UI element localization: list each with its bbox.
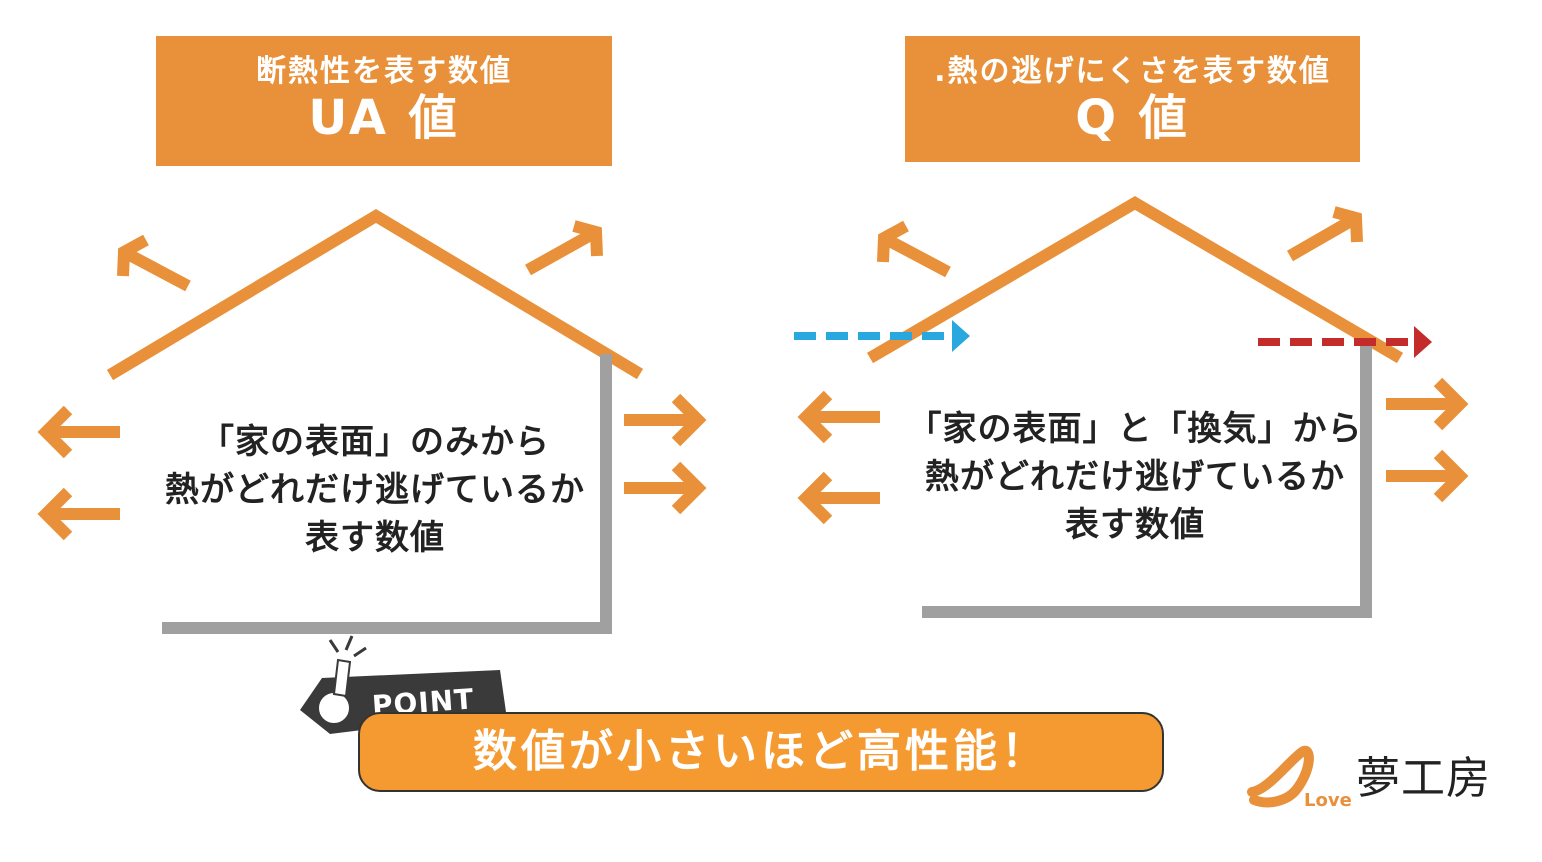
arrow-left-1: [37, 405, 120, 459]
left-arrows: [37, 220, 707, 541]
ua-description: 「家の表面」のみから 熱がどれだけ逃げているか 表す数値: [140, 418, 610, 562]
q-title: Q 値: [1075, 90, 1190, 146]
brand-logo-mark: [1247, 745, 1314, 808]
brand-name: 夢工房: [1356, 753, 1491, 804]
arrow-left-2: [37, 487, 120, 541]
q-description: 「家の表面」と「換気」から 熱がどれだけ逃げているか 表す数値: [905, 405, 1365, 549]
ua-title: UA 値: [308, 90, 460, 146]
left-house-wall: [162, 354, 612, 634]
red-dashed-arrow: [1258, 326, 1432, 358]
arrow-up-left-right: [877, 220, 951, 278]
arrow-up-left-left: [117, 234, 191, 292]
left-house: [106, 209, 644, 634]
arrow-right-3: [1386, 377, 1469, 431]
arrow-right-1: [624, 393, 707, 447]
q-desc-line1: 「家の表面」と「換気」から: [907, 409, 1363, 449]
ua-subtitle: 断熱性を表す数値: [256, 54, 512, 89]
left-house-roof: [106, 209, 644, 381]
right-house-wall: [922, 345, 1372, 618]
blue-dashed-arrow: [794, 320, 970, 352]
brand-love: Love: [1304, 790, 1352, 811]
arrow-up-right-left: [525, 220, 603, 276]
ua-desc-line3: 表す数値: [305, 518, 445, 558]
q-desc-line2: 熱がどれだけ逃げているか: [925, 457, 1345, 497]
point-message: 数値が小さいほど高性能！: [358, 712, 1164, 792]
arrow-up-right-right: [1287, 206, 1363, 262]
q-subtitle: .熱の逃げにくさを表す数値: [934, 54, 1331, 89]
arrow-left-4: [797, 471, 880, 525]
right-house-roof: [866, 196, 1404, 364]
q-desc-line3: 表す数値: [1065, 505, 1205, 545]
right-arrows: [797, 206, 1469, 525]
right-house: [866, 196, 1404, 618]
ua-desc-line2: 熱がどれだけ逃げているか: [165, 470, 585, 510]
q-header: .熱の逃げにくさを表す数値 Q 値: [905, 36, 1360, 162]
arrow-right-4: [1386, 449, 1469, 503]
ua-desc-line1: 「家の表面」のみから: [200, 422, 550, 462]
arrow-left-3: [797, 390, 880, 444]
ua-header: 断熱性を表す数値 UA 値: [156, 36, 612, 166]
arrow-right-2: [624, 461, 707, 515]
